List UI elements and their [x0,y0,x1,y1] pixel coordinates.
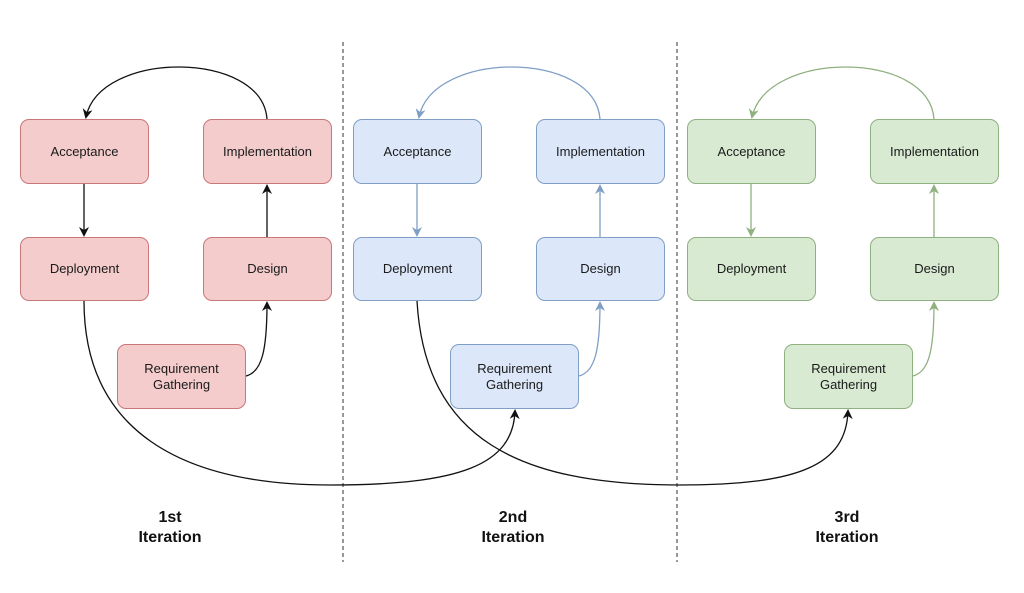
arrow-implementation-to-acceptance [748,66,935,120]
acceptance-label: Acceptance [50,143,119,159]
deployment-label: Deployment [716,261,787,276]
arrow-deployment-to-next-requirement [416,300,853,486]
implementation-box-2: Implementation [536,119,665,184]
implementation-label: Implementation [890,143,979,159]
design-box-1: Design [203,237,332,301]
design-label: Design [580,261,621,276]
arrow-deployment-to-next-requirement [83,300,520,486]
arrow-requirement-to-design [912,301,939,377]
deployment-box-2: Deployment [353,237,482,301]
deployment-box-3: Deployment [687,237,816,301]
implementation-label: Implementation [556,143,645,159]
implementation-box-1: Implementation [203,119,332,184]
design-box-2: Design [536,237,665,301]
iteration-label-3: 3rd Iteration [815,509,879,546]
acceptance-box-1: Acceptance [20,119,149,184]
design-box-3: Design [870,237,999,301]
requirement-box-1: Requirement Gathering [117,344,246,409]
deployment-label: Deployment [382,261,453,276]
acceptance-label: Acceptance [717,143,786,159]
implementation-label: Implementation [223,143,312,159]
iteration-3-arrows [746,66,939,377]
deployment-label: Deployment [49,261,120,276]
requirement-label: Requirement Gathering [144,360,219,392]
arrow-requirement-to-design [578,301,605,377]
requirement-label: Requirement Gathering [811,360,886,392]
requirement-box-3: Requirement Gathering [784,344,913,409]
iteration-1-arrows [79,66,520,486]
requirement-label: Requirement Gathering [477,360,552,392]
implementation-box-3: Implementation [870,119,999,184]
requirement-box-2: Requirement Gathering [450,344,579,409]
acceptance-label: Acceptance [383,143,452,159]
acceptance-box-2: Acceptance [353,119,482,184]
iteration-2-arrows [412,66,605,377]
iteration-label-1: 1st Iteration [138,509,202,546]
design-label: Design [914,261,955,276]
design-label: Design [247,261,288,276]
arrow-requirement-to-design [245,301,272,377]
arrow-implementation-to-acceptance [415,66,601,120]
iteration-label-2: 2nd Iteration [481,509,545,546]
deployment-box-1: Deployment [20,237,149,301]
arrow-implementation-to-acceptance [82,66,268,120]
acceptance-box-3: Acceptance [687,119,816,184]
